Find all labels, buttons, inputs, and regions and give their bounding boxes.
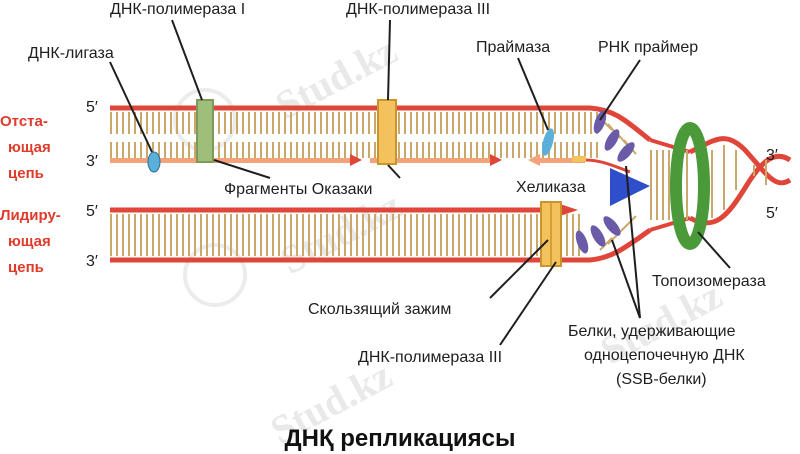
lagging-new-backbone bbox=[584, 158, 631, 174]
lagging-rungs bbox=[110, 112, 600, 134]
page-title: ДНҚ репликациясы bbox=[285, 425, 516, 452]
ssb-leader bbox=[625, 165, 641, 319]
fragment-arrow-icon bbox=[350, 154, 362, 166]
helix-strand bbox=[688, 153, 792, 226]
ssb-proteins bbox=[575, 110, 635, 254]
leading-label-line: цепь bbox=[8, 259, 44, 276]
rna-primer-leader bbox=[599, 59, 641, 121]
ssb-protein-icon bbox=[604, 129, 620, 151]
fork-rungs bbox=[650, 150, 690, 220]
fragment-arrow-icon bbox=[528, 154, 540, 166]
rna-primer-label: РНК праймер bbox=[598, 39, 698, 56]
leading-rungs bbox=[110, 214, 580, 256]
primase-label: Праймаза bbox=[476, 39, 550, 56]
topoisomerase-leader bbox=[697, 231, 731, 269]
dna-polymerase-1-icon bbox=[196, 99, 214, 163]
leader-lines bbox=[109, 19, 731, 346]
pol1-leader bbox=[171, 19, 203, 101]
dna-polymerase-3-top-icon bbox=[377, 99, 397, 165]
primase-icon bbox=[541, 128, 555, 156]
lagging-label-line: цепь bbox=[8, 165, 44, 182]
fork-rungs bbox=[599, 215, 637, 251]
prime-label: 5′ bbox=[86, 99, 98, 116]
ssb-label-line: одноцепочечную ДНК bbox=[584, 347, 745, 364]
helix-strand bbox=[688, 136, 792, 186]
pol3-bottom-leader bbox=[499, 261, 557, 346]
leading-strand bbox=[110, 204, 652, 263]
topoisomerase-label: Топоизомераза bbox=[652, 273, 766, 290]
ssb-protein-icon bbox=[603, 216, 621, 236]
prime-label: 3′ bbox=[86, 253, 98, 270]
lagging-bottom-rungs bbox=[110, 142, 600, 158]
lagging-template-backbone bbox=[110, 105, 652, 142]
prime-label: 3′ bbox=[766, 147, 778, 164]
prime-label: 5′ bbox=[766, 205, 778, 222]
rna-primer-icon bbox=[572, 156, 586, 162]
primase-leader bbox=[517, 57, 549, 131]
ligase-leader bbox=[109, 61, 153, 153]
ssb-protein-icon bbox=[575, 230, 589, 254]
prime-label: 3′ bbox=[86, 153, 98, 170]
pol3-top-label: ДНК-полимераза III bbox=[346, 1, 490, 18]
ssb-protein-icon bbox=[590, 225, 606, 247]
okazaki-fragment bbox=[540, 158, 585, 163]
helicase-icon bbox=[610, 168, 650, 206]
fragment-arrow-icon bbox=[490, 154, 502, 166]
ssb-label-line: (SSB-белки) bbox=[616, 371, 707, 388]
ssb-protein-icon bbox=[617, 142, 635, 162]
ssb-leader bbox=[611, 239, 641, 319]
okazaki-leader bbox=[213, 159, 271, 179]
okazaki-fragment bbox=[110, 158, 350, 163]
pol3-bottom-label: ДНК-полимераза III bbox=[358, 349, 502, 366]
helicase-label: Хеликаза bbox=[516, 179, 586, 196]
okazaki-leader bbox=[387, 164, 401, 179]
okazaki-fragment bbox=[370, 158, 490, 163]
clamp-leader bbox=[489, 239, 549, 299]
okazaki-label: Фрагменты Оказаки bbox=[224, 181, 373, 198]
lagging-strand bbox=[110, 105, 652, 174]
topoisomerase-icon bbox=[670, 122, 710, 250]
dna-ligase-icon bbox=[147, 151, 161, 173]
sliding-clamp-label: Скользящий зажим bbox=[308, 301, 451, 318]
leading-label-line: ющая bbox=[8, 233, 51, 250]
ligase-label: ДНК-лигаза bbox=[28, 45, 114, 62]
leading-label-line: Лидиру- bbox=[0, 207, 61, 224]
lagging-label-line: ющая bbox=[8, 139, 51, 156]
pol1-label: ДНК-полимераза I bbox=[110, 1, 245, 18]
ssb-label-line: Белки, удерживающие bbox=[568, 323, 736, 340]
leading-arrow-icon bbox=[560, 204, 578, 216]
pol3-top-leader bbox=[387, 19, 391, 101]
lagging-label-line: Отста- bbox=[0, 113, 48, 130]
prime-label: 5′ bbox=[86, 203, 98, 220]
